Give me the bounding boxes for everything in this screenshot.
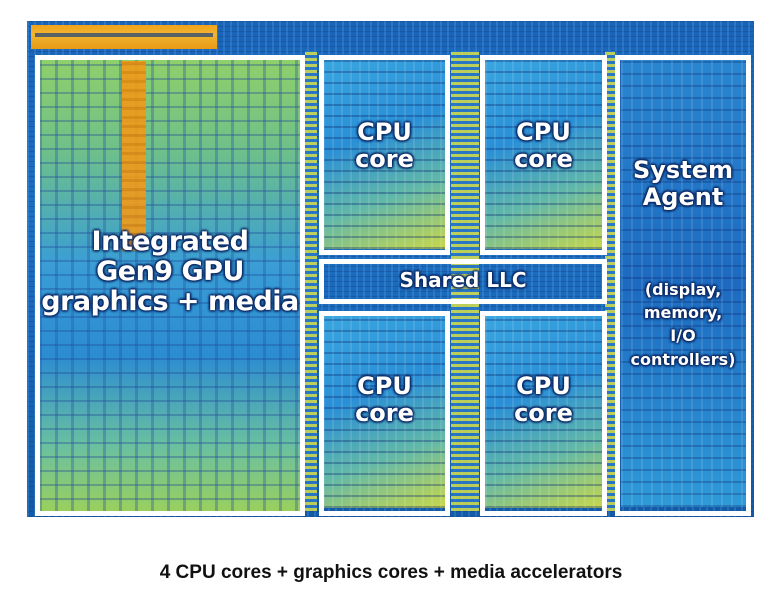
figure-caption: 4 CPU cores + graphics cores + media acc… <box>159 562 623 583</box>
cpu-core-label: CPU core <box>514 372 573 427</box>
shared-llc-label: Shared LLC <box>399 268 527 292</box>
ring-bus <box>451 51 479 511</box>
gpu-die-area <box>39 59 300 514</box>
cpu-core-die-area <box>323 316 445 508</box>
cpu-core-die-area <box>485 59 603 249</box>
ring-bus <box>305 51 317 511</box>
gpu-box <box>35 55 305 516</box>
gpu-label-line: Integrated <box>91 226 249 257</box>
cpu-core-box <box>319 55 450 255</box>
die-photo: Integrated Gen9 GPU graphics + media CPU… <box>27 21 754 517</box>
cpu-core-box <box>319 311 450 516</box>
gpu-label-line: Gen9 GPU <box>96 256 244 288</box>
cpu-core-die-area <box>485 316 603 508</box>
gpu-label: Integrated Gen9 GPU graphics + media <box>35 226 305 318</box>
cpu-core-label: CPU core <box>355 118 414 173</box>
cpu-core-box <box>480 55 607 255</box>
cpu-core-die-area <box>323 59 445 249</box>
system-agent-die-area <box>621 59 747 507</box>
ring-bus <box>605 51 615 511</box>
cpu-core-label: CPU core <box>514 118 573 173</box>
system-agent-label: System Agent <box>633 156 733 211</box>
cpu-core-box <box>480 311 607 516</box>
shared-llc-box <box>319 259 607 304</box>
orange-io-strip <box>31 25 217 49</box>
gpu-orange-spine <box>122 61 146 251</box>
gpu-label-line: graphics + media <box>41 286 299 318</box>
cpu-core-label: CPU core <box>355 372 414 427</box>
system-agent-box <box>615 55 751 516</box>
system-agent-detail: (display, memory, I/O controllers) <box>630 280 736 369</box>
